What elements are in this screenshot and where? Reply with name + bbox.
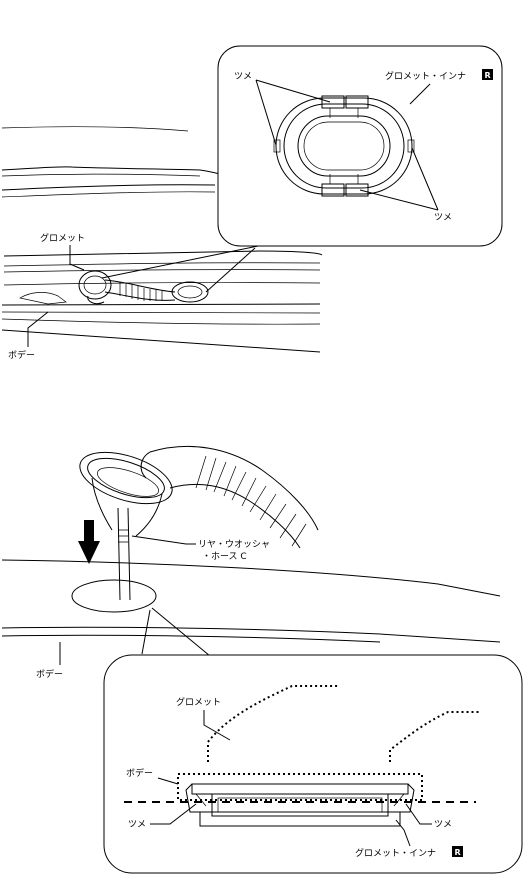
leader-grommet-inner-bottom bbox=[395, 819, 411, 847]
hose-coils bbox=[119, 282, 163, 301]
grommet-section-view bbox=[124, 685, 480, 827]
leader-grommet-bottom bbox=[203, 710, 231, 741]
leader-hose bbox=[131, 535, 196, 545]
corrugated-hose bbox=[140, 445, 319, 549]
bottom-callout-line-left bbox=[141, 609, 151, 655]
label-hose-line2: ・ホース C bbox=[202, 551, 247, 562]
leader-claw-left bbox=[255, 79, 331, 146]
label-hose-line1: リヤ・ウオッシャ bbox=[198, 539, 270, 550]
label-body-bottom: ボデー bbox=[36, 668, 63, 680]
label-claw-right: ツメ bbox=[434, 213, 452, 223]
label-claw-left-bottom: ツメ bbox=[128, 820, 146, 830]
label-grommet: グロメット bbox=[40, 232, 85, 244]
label-grommet-inner: グロメット・インナ bbox=[385, 70, 466, 82]
callout-line-right bbox=[205, 247, 256, 293]
leader-claw-right bbox=[359, 147, 439, 211]
bottom-callout-line-right bbox=[151, 607, 211, 657]
badge-grommet-inner bbox=[482, 69, 493, 80]
bottom-figure: リヤ・ウオッシャ ・ホース C ボデー bbox=[1, 445, 523, 874]
bottom-body-panel bbox=[1, 559, 501, 643]
top-callout-box bbox=[217, 45, 503, 247]
leader-claw-left-bottom bbox=[150, 803, 197, 825]
label-body-top: ボデー bbox=[8, 349, 35, 361]
leader-body-top bbox=[27, 311, 49, 347]
grommet-inner-section bbox=[185, 783, 415, 827]
top-figure: ツメ グロメット・インナ R ツメ グロメット ボデー bbox=[1, 45, 503, 361]
leader-grommet bbox=[69, 245, 85, 271]
label-grommet-bottom: グロメット bbox=[176, 696, 221, 708]
label-claw-left: ツメ bbox=[234, 72, 252, 82]
bottom-callout-box bbox=[103, 654, 523, 874]
grommet-dotted-outline bbox=[207, 685, 340, 762]
badge-grommet-inner-bottom bbox=[452, 846, 463, 857]
badge-grommet-inner-bottom-letter: R bbox=[455, 848, 461, 857]
badge-grommet-inner-letter: R bbox=[485, 71, 491, 80]
label-body-callout: ボデー bbox=[126, 767, 153, 779]
leader-grommet-inner bbox=[409, 83, 431, 105]
label-claw-right-bottom: ツメ bbox=[434, 820, 452, 830]
body-hole bbox=[71, 579, 157, 613]
insert-direction-arrow bbox=[78, 520, 100, 564]
rear-washer-hose bbox=[117, 507, 131, 601]
top-grommet-assembly bbox=[78, 270, 209, 305]
bottom-grommet bbox=[79, 451, 173, 537]
grommet-inner-top-view bbox=[273, 95, 415, 197]
callout-line-left bbox=[101, 243, 269, 279]
leader-claw-right-bottom bbox=[405, 803, 432, 825]
label-grommet-inner-bottom: グロメット・インナ bbox=[355, 847, 436, 859]
leader-body-callout bbox=[157, 777, 179, 785]
